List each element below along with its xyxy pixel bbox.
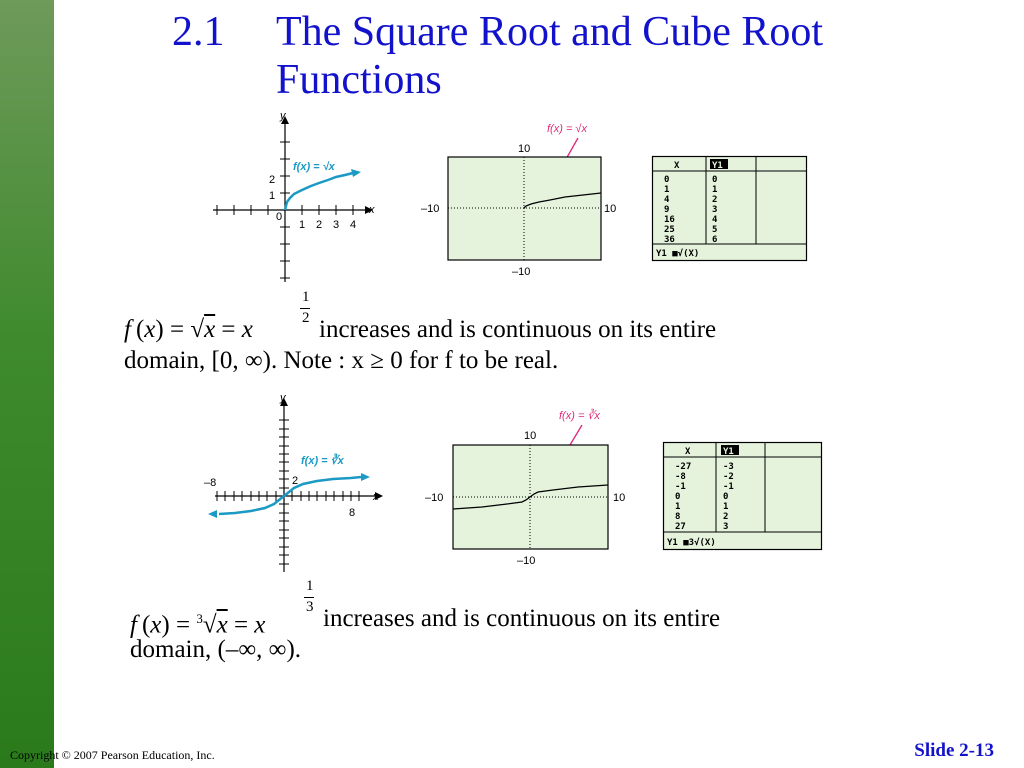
cbrt-statement-line1: increases and is continuous on its entir… (323, 605, 721, 632)
svg-text:-2: -2 (723, 472, 734, 482)
svg-text:6: 6 (712, 235, 717, 245)
plot-bottom-label: –10 (512, 266, 530, 278)
svg-text:1: 1 (675, 502, 680, 512)
y-tick-2: 2 (292, 475, 298, 487)
svg-text:0: 0 (675, 492, 680, 502)
svg-text:27: 27 (675, 522, 686, 532)
svg-text:0: 0 (723, 492, 728, 502)
sidebar-accent (0, 0, 54, 768)
svg-text:-27: -27 (675, 462, 691, 472)
x-tick-8: 8 (349, 507, 355, 519)
cbrt-statement-line2: domain, (–∞, ∞). (130, 636, 302, 663)
x-tick-neg8: –8 (204, 477, 216, 489)
svg-text:3: 3 (712, 205, 717, 215)
cbrt-calculator-table: X Y1 -27 -8 -1 0 1 8 27 -3 -2 -1 0 1 2 3… (662, 441, 823, 552)
sqrt-statement-line1: increases and is continuous on its entir… (319, 316, 717, 343)
table-header-y1: Y1 (712, 161, 723, 171)
cbrt-curve (218, 475, 362, 516)
svg-text:-1: -1 (675, 482, 686, 492)
svg-text:5: 5 (712, 225, 717, 235)
sqrt-exponent-numerator: 1 (302, 289, 310, 305)
slide-number: Slide 2-13 (914, 740, 994, 761)
svg-text:0: 0 (664, 175, 669, 185)
svg-text:0: 0 (712, 175, 717, 185)
plot-annotation: f(x) = ∛x (559, 408, 600, 422)
function-label: f(x) = √x (293, 161, 336, 173)
sqrt-exponent-bar (300, 308, 310, 309)
plot-top-label: 10 (524, 430, 536, 442)
slide-title: The Square Root and Cube Root Functions (276, 9, 824, 103)
copyright-notice: Copyright © 2007 Pearson Education, Inc. (10, 748, 215, 762)
x-axis-label: x (372, 491, 379, 503)
cbrt-exponent-bar (304, 597, 314, 598)
cbrt-exponent-numerator: 1 (306, 578, 314, 594)
sqrt-calculator-plot: f(x) = √x 10 –10 10 –10 (415, 118, 625, 283)
y-tick-1: 1 (269, 190, 275, 202)
svg-text:36: 36 (664, 235, 675, 245)
table-footer: Y1 ■3√(X) (667, 537, 716, 548)
x-axis-label: x (368, 204, 375, 216)
sqrt-calculator-table: X Y1 0 1 4 9 16 25 36 0 1 2 3 4 5 6 Y1 ■… (651, 155, 808, 262)
svg-text:16: 16 (664, 215, 675, 225)
table-x-column: -27 -8 -1 0 1 8 27 (675, 462, 691, 532)
x-tick-4: 4 (350, 219, 356, 231)
sqrt-exponent-denominator: 2 (302, 310, 310, 326)
y-axis-label: y (279, 110, 287, 122)
plot-top-label: 10 (518, 143, 530, 155)
x-tick-3: 3 (333, 219, 339, 231)
plot-bottom-label: –10 (517, 555, 535, 567)
svg-text:3: 3 (723, 522, 728, 532)
table-y1-column: -3 -2 -1 0 1 2 3 (723, 462, 734, 532)
cbrt-exponent-denominator: 3 (306, 599, 314, 615)
sqrt-curve (283, 171, 354, 211)
svg-text:4: 4 (712, 215, 718, 225)
svg-text:1: 1 (723, 502, 728, 512)
x-tick-1: 1 (299, 219, 305, 231)
x-tick-2: 2 (316, 219, 322, 231)
plot-right-label: 10 (604, 203, 616, 215)
svg-text:1: 1 (664, 185, 669, 195)
svg-text:9: 9 (664, 205, 669, 215)
function-label: f(x) = ∛x (301, 453, 345, 467)
plot-left-label: –10 (421, 203, 439, 215)
plot-annotation: f(x) = √x (547, 123, 587, 135)
section-number: 2.1 (172, 9, 225, 55)
sqrt-statement-line2: domain, [0, ∞). Note : x ≥ 0 for f to be… (124, 347, 559, 374)
sqrt-graph: y x f(x) = √x 2 1 0 1 2 3 4 (205, 110, 375, 290)
sqrt-formula: f (x) = √x = x (124, 316, 253, 343)
origin-label: 0 (276, 211, 282, 223)
svg-text:8: 8 (675, 512, 680, 522)
plot-left-label: –10 (425, 492, 443, 504)
cbrt-formula: f (x) = 3√x = x (130, 611, 266, 639)
svg-text:-3: -3 (723, 462, 734, 472)
cbrt-calculator-plot: f(x) = ∛x 10 –10 10 –10 (422, 405, 632, 573)
svg-text:2: 2 (712, 195, 717, 205)
svg-text:2: 2 (723, 512, 728, 522)
table-y1-column: 0 1 2 3 4 5 6 (712, 175, 718, 245)
cbrt-graph: y x f(x) = ∛x –8 8 2 (195, 392, 390, 577)
svg-text:-8: -8 (675, 472, 686, 482)
svg-text:4: 4 (664, 195, 670, 205)
table-header-y1: Y1 (723, 447, 734, 457)
table-x-column: 0 1 4 9 16 25 36 (664, 175, 675, 245)
svg-text:-1: -1 (723, 482, 734, 492)
svg-text:25: 25 (664, 225, 675, 235)
table-header-x: X (685, 447, 691, 457)
svg-text:1: 1 (712, 185, 717, 195)
y-tick-2: 2 (269, 174, 275, 186)
y-axis-label: y (279, 392, 287, 404)
table-header-x: X (674, 161, 680, 171)
plot-right-label: 10 (613, 492, 625, 504)
table-footer: Y1 ■√(X) (656, 248, 699, 259)
